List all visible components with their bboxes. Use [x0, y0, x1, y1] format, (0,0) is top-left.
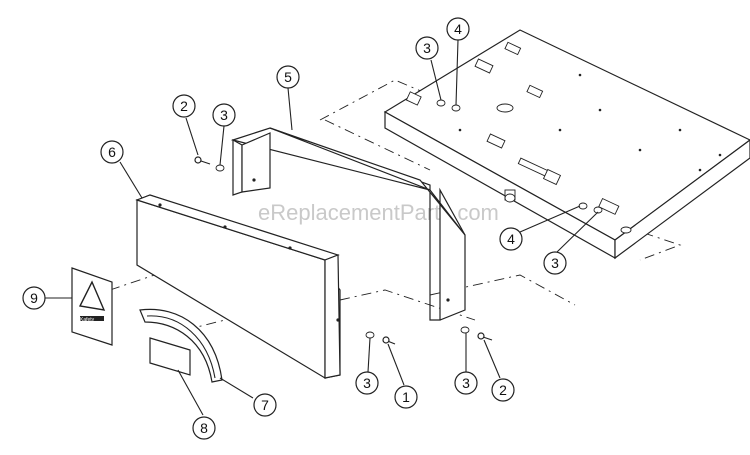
part-7-trim	[139, 308, 223, 383]
callout-4-right: 4	[499, 227, 523, 251]
callout-3-bottom-left: 3	[355, 371, 379, 395]
callout-2-top: 2	[172, 94, 196, 118]
callout-8: 8	[192, 416, 216, 440]
callout-6: 6	[100, 140, 124, 164]
callout-1: 1	[394, 385, 418, 409]
part-5-bracket	[230, 127, 466, 321]
svg-text:2: 2	[499, 382, 507, 398]
svg-text:7: 7	[261, 397, 269, 413]
callout-3-bottom-right: 3	[454, 371, 478, 395]
svg-text:6: 6	[108, 144, 116, 160]
svg-text:2: 2	[180, 98, 188, 114]
watermark: eReplacementParts.com	[258, 200, 499, 225]
part-6-panel	[135, 194, 341, 380]
callout-3-left: 3	[212, 103, 236, 127]
callout-7: 7	[253, 393, 277, 417]
svg-text:5: 5	[284, 69, 292, 85]
leader-lines	[45, 39, 599, 416]
svg-text:4: 4	[454, 21, 462, 37]
label-text: Kafety	[80, 317, 95, 323]
svg-text:3: 3	[363, 375, 371, 391]
svg-text:1: 1	[402, 389, 410, 405]
callout-5: 5	[276, 65, 300, 89]
callout-9: 9	[22, 286, 46, 310]
svg-text:3: 3	[462, 375, 470, 391]
svg-text:8: 8	[200, 420, 208, 436]
part-8-decal	[149, 337, 191, 376]
callout-3-top: 3	[415, 36, 439, 60]
base-frame	[383, 29, 750, 260]
svg-text:9: 9	[30, 290, 38, 306]
callout-2-bottom: 2	[491, 378, 515, 402]
callouts: 4 3 5 2 3 6 9 4	[22, 17, 567, 440]
svg-text:3: 3	[551, 255, 559, 271]
frame-washers	[436, 99, 603, 214]
svg-text:3: 3	[220, 107, 228, 123]
svg-text:4: 4	[507, 231, 515, 247]
part-9-warning-label: Kafety	[71, 267, 113, 346]
callout-4-top: 4	[446, 17, 470, 41]
svg-text:3: 3	[423, 40, 431, 56]
callout-3-right: 3	[543, 251, 567, 275]
